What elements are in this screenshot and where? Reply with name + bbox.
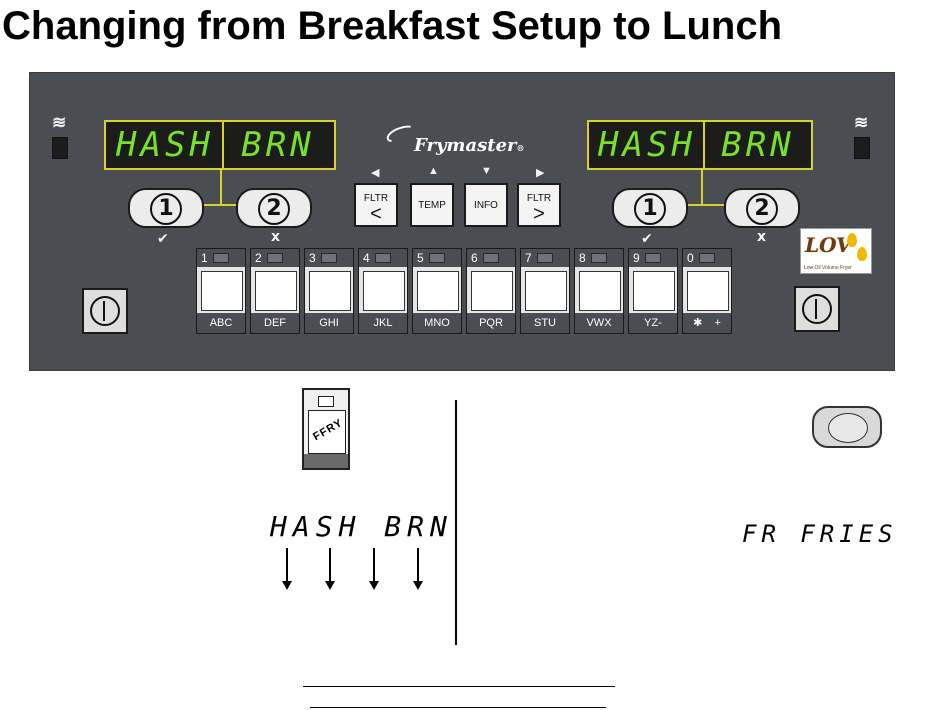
display-connector <box>680 204 726 206</box>
display-connector <box>220 169 222 205</box>
right-power-button[interactable] <box>794 286 840 332</box>
check-icon: ✔ <box>641 231 653 247</box>
right-display: HASH BRN <box>587 120 813 170</box>
filter-left-button[interactable]: FLTR< <box>354 183 398 227</box>
down-arrow-icon <box>325 548 335 590</box>
product-key-illustration: FFRY <box>302 388 350 470</box>
key-led <box>699 253 715 263</box>
column-divider <box>455 400 457 645</box>
key-led <box>483 253 499 263</box>
frymaster-logo: Frymaster® <box>414 135 525 156</box>
key-led <box>537 253 553 263</box>
right-display-readout: FR FRIES <box>742 520 898 548</box>
heat-indicator-icon: ≋ <box>854 113 868 132</box>
right-product-button-2[interactable]: 2 <box>724 188 800 228</box>
down-arrow-icon <box>413 548 423 590</box>
key-led <box>321 253 337 263</box>
left-product-button-2[interactable]: 2 <box>236 188 312 228</box>
oval-button-illustration <box>812 406 882 448</box>
down-arrow-icon <box>369 548 379 590</box>
blank-line <box>303 686 615 687</box>
left-display-readout: HASH BRN <box>270 510 453 543</box>
heat-indicator-led <box>52 137 68 159</box>
left-display-segment-1: HASH <box>116 125 214 165</box>
filter-right-button[interactable]: FLTR> <box>517 183 561 227</box>
oil-drop-icon <box>857 247 867 261</box>
left-display: HASH BRN <box>104 120 336 170</box>
key-led <box>429 253 445 263</box>
page-title: Changing from Breakfast Setup to Lunch <box>2 4 783 48</box>
power-icon <box>90 296 120 326</box>
heat-indicator-icon: ≋ <box>52 113 66 132</box>
key-led <box>645 253 661 263</box>
left-display-segment-2: BRN <box>241 125 315 165</box>
right-arrow-icon: ▶ <box>536 167 545 179</box>
display-divider <box>222 122 224 168</box>
lov-logo: LOV Low Oil Volume Fryer <box>800 228 872 274</box>
key-led <box>267 253 283 263</box>
right-display-segment-1: HASH <box>598 125 696 165</box>
key-led <box>591 253 607 263</box>
down-arrow-icon: ▼ <box>481 165 492 177</box>
key-led <box>375 253 391 263</box>
up-arrow-icon: ▲ <box>428 165 439 177</box>
display-connector <box>701 169 703 205</box>
right-display-segment-2: BRN <box>721 125 795 165</box>
keypad-key-0[interactable]: 0✱ + <box>682 248 732 334</box>
check-icon: ✔ <box>157 231 169 247</box>
x-icon: x <box>271 229 281 245</box>
down-arrow-icon <box>282 548 292 590</box>
key-led <box>318 396 334 407</box>
left-arrow-icon: ◀ <box>371 167 380 179</box>
temp-button[interactable]: TEMP <box>410 183 454 227</box>
left-power-button[interactable] <box>82 288 128 334</box>
display-connector <box>200 204 244 206</box>
fryer-control-panel: ≋ ≋ HASH BRN 1 2 ✔ x Frymaster® ◀ ▲ ▼ ▶ … <box>29 72 895 371</box>
right-product-button-1[interactable]: 1 <box>612 188 688 228</box>
oil-drop-icon <box>847 233 857 247</box>
heat-indicator-led <box>854 137 870 159</box>
info-button[interactable]: INFO <box>464 183 508 227</box>
blank-line <box>310 707 606 708</box>
x-icon: x <box>757 229 767 245</box>
frymaster-swoosh-icon <box>384 122 418 146</box>
power-icon <box>802 294 832 324</box>
key-led <box>213 253 229 263</box>
display-divider <box>703 122 705 168</box>
left-product-button-1[interactable]: 1 <box>128 188 204 228</box>
